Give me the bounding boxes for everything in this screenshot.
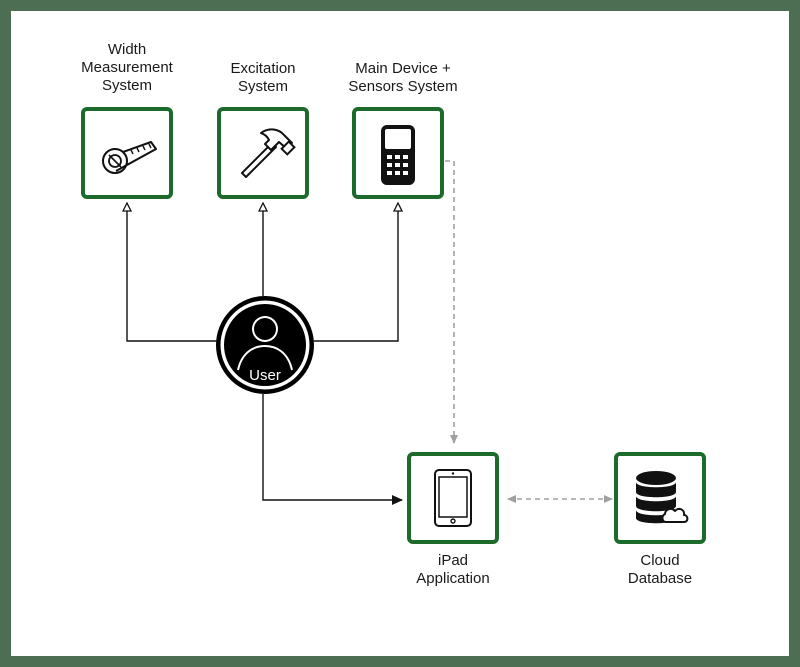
database-cloud-icon [636, 471, 689, 524]
cloud-database-label: Cloud Database [600, 552, 720, 588]
ipad-application-box[interactable] [407, 452, 499, 544]
label-line: Width [107, 41, 147, 58]
label-line: System [101, 77, 152, 94]
width-system-box[interactable] [81, 107, 173, 199]
connector-user-main-device [314, 207, 398, 342]
label-line: System [237, 78, 288, 95]
ipad-application-label: iPad Application [393, 552, 513, 588]
user-label: User [249, 367, 281, 384]
label-line: Database [627, 570, 693, 587]
label-line: Application [416, 570, 490, 587]
label-line: Excitation [230, 60, 296, 77]
label-line: Sensors System [348, 78, 458, 95]
excitation-system-label: Excitation System [203, 60, 323, 96]
diagram-canvas: Width Measurement System Excitation Syst… [11, 11, 789, 656]
cloud-database-box[interactable] [614, 452, 706, 544]
connector-layer [11, 160, 613, 505]
handheld-device-icon [381, 125, 415, 185]
tablet-icon [434, 469, 472, 527]
hammer-icon [241, 128, 296, 178]
excitation-system-box[interactable] [217, 107, 309, 199]
main-device-label: Main Device + Sensors System [338, 60, 468, 96]
label-line: Measurement [81, 59, 173, 76]
connector-main-device-ipad [445, 160, 458, 444]
label-line: iPad [437, 552, 469, 569]
width-system-label: Width Measurement System [67, 41, 187, 95]
connector-user-ipad [262, 394, 403, 505]
user-silhouette [217, 297, 313, 393]
main-device-box[interactable] [352, 107, 444, 199]
connector-user-width [127, 207, 216, 341]
tape-measure-icon [102, 141, 157, 174]
label-line: Main Device + [355, 60, 451, 77]
label-line: Cloud [640, 552, 680, 569]
